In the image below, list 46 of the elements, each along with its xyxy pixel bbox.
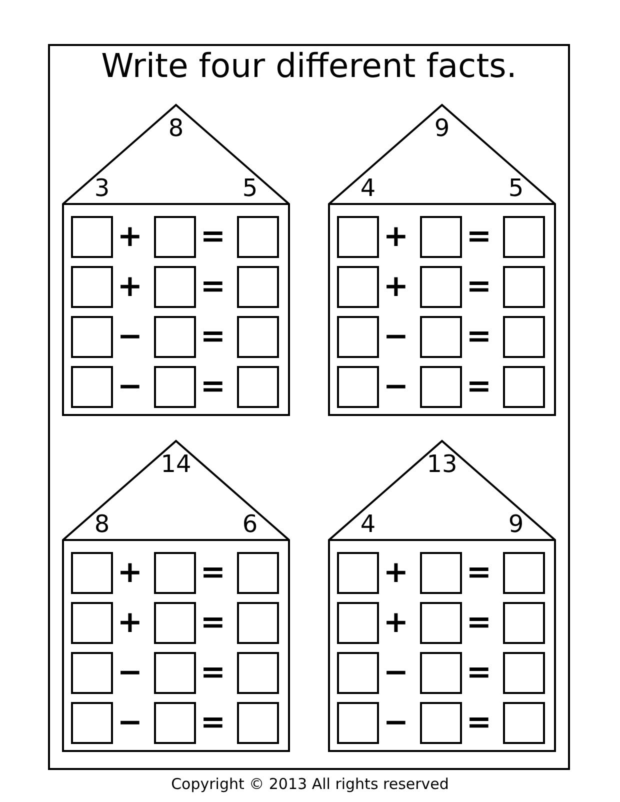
operator-sign: − [116, 368, 144, 406]
operator-sign: + [116, 268, 144, 306]
operator-sign: = [465, 318, 493, 356]
roof-number: 5 [242, 174, 258, 202]
operator-sign: = [465, 268, 493, 306]
roof-number: 3 [94, 174, 110, 202]
operator-sign: = [465, 704, 493, 742]
operator-sign: = [199, 368, 227, 406]
operator-sign: − [382, 368, 410, 406]
operator-sign: = [199, 654, 227, 692]
copyright-note: Copyright © 2013 All rights reserved [170, 775, 450, 793]
worksheet-title: Write four different facts. [100, 45, 518, 87]
operator-sign: = [465, 554, 493, 592]
operator-sign: − [116, 318, 144, 356]
operator-sign: = [199, 704, 227, 742]
operator-sign: = [465, 218, 493, 256]
operator-sign: + [116, 218, 144, 256]
operator-sign: = [465, 654, 493, 692]
operator-sign: + [116, 604, 144, 642]
roof-number: 4 [360, 174, 376, 202]
operator-sign: − [382, 704, 410, 742]
operator-sign: = [465, 604, 493, 642]
roof-number: 9 [508, 510, 524, 538]
roof-number: 5 [508, 174, 524, 202]
operator-sign: − [382, 654, 410, 692]
roof-number: 14 [160, 450, 192, 478]
operator-sign: = [199, 604, 227, 642]
operator-sign: − [116, 704, 144, 742]
operator-sign: = [199, 218, 227, 256]
operator-sign: = [199, 268, 227, 306]
operator-sign: − [382, 318, 410, 356]
operator-sign: = [199, 554, 227, 592]
operator-sign: + [382, 554, 410, 592]
operator-sign: + [382, 604, 410, 642]
operator-sign: − [116, 654, 144, 692]
roof-number: 4 [360, 510, 376, 538]
operator-sign: + [116, 554, 144, 592]
roof-number: 8 [168, 114, 184, 142]
operator-sign: + [382, 218, 410, 256]
roof-number: 13 [426, 450, 458, 478]
roof-number: 8 [94, 510, 110, 538]
operator-sign: = [465, 368, 493, 406]
operator-sign: + [382, 268, 410, 306]
roof-number: 9 [434, 114, 450, 142]
roof-number: 6 [242, 510, 258, 538]
operator-sign: = [199, 318, 227, 356]
